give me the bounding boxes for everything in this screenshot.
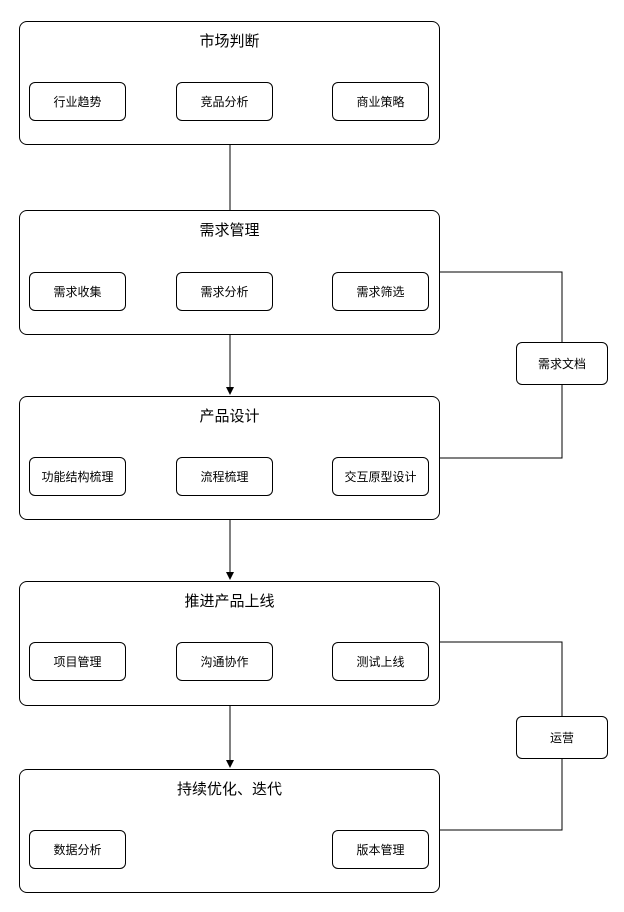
node-requirement-collection: 需求收集: [29, 272, 126, 311]
node-version-management: 版本管理: [332, 830, 429, 869]
node-project-management: 项目管理: [29, 642, 126, 681]
node-process-sorting: 流程梳理: [176, 457, 273, 496]
stage-title: 产品设计: [199, 407, 260, 425]
node-business-strategy: 商业策略: [332, 82, 429, 121]
node-requirement-screening: 需求筛选: [332, 272, 429, 311]
connector-doc-stage3: [440, 385, 563, 459]
node-industry-trend: 行业趋势: [29, 82, 126, 121]
connector-stage2-doc: [440, 271, 563, 342]
stage-title: 持续优化、迭代: [176, 780, 282, 798]
node-requirement-document: 需求文档: [516, 342, 608, 385]
node-interaction-prototype: 交互原型设计: [332, 457, 429, 496]
node-data-analysis: 数据分析: [29, 830, 126, 869]
node-communication: 沟通协作: [176, 642, 273, 681]
connector-stage4-ops: [440, 641, 563, 716]
stage-title: 需求管理: [199, 221, 260, 239]
node-test-launch: 测试上线: [332, 642, 429, 681]
node-operations: 运营: [516, 716, 608, 759]
node-competitor-analysis: 竞品分析: [176, 82, 273, 121]
node-requirement-analysis: 需求分析: [176, 272, 273, 311]
connector-ops-stage5: [440, 759, 563, 831]
stage-title: 推进产品上线: [184, 592, 275, 610]
node-function-structure: 功能结构梳理: [29, 457, 126, 496]
stage-title: 市场判断: [199, 32, 260, 50]
